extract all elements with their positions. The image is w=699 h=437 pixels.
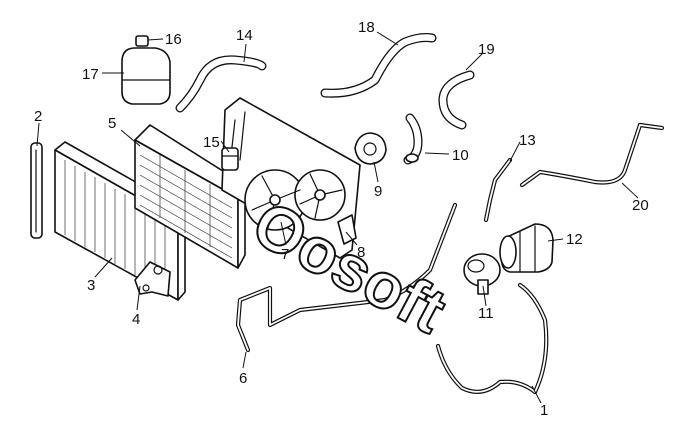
part-2-side-rail — [30, 142, 43, 239]
callout-10: 10 — [452, 147, 469, 164]
callout-4: 4 — [132, 311, 140, 328]
callout-1: 1 — [540, 402, 548, 419]
part-11-dryer — [463, 253, 501, 295]
part-10-hose — [403, 113, 423, 165]
part-5-condenser — [134, 124, 246, 269]
callout-20: 20 — [632, 197, 649, 214]
callout-2: 2 — [34, 108, 42, 125]
callout-9: 9 — [374, 183, 382, 200]
callout-8: 8 — [357, 244, 365, 261]
callout-18: 18 — [358, 19, 375, 36]
callout-11: 11 — [478, 305, 494, 322]
part-4-bracket — [134, 261, 171, 297]
callout-12: 12 — [566, 231, 583, 248]
callout-19: 19 — [478, 41, 495, 58]
part-15-fan-motor — [221, 147, 239, 171]
part-18-hose — [320, 33, 437, 98]
callout-numbers: 1 2 3 4 5 6 7 8 9 10 11 12 13 14 15 16 1… — [34, 19, 649, 419]
callout-15: 15 — [203, 134, 220, 151]
part-12-compressor — [499, 223, 554, 273]
leader-lines — [36, 31, 639, 404]
part-17-expansion-tank — [121, 47, 171, 105]
callout-17: 17 — [82, 66, 99, 83]
callout-3: 3 — [87, 277, 95, 294]
callout-6: 6 — [239, 370, 247, 387]
callout-5: 5 — [108, 115, 116, 132]
part-20-pipe — [519, 122, 665, 188]
part-14-hose — [175, 55, 267, 113]
part-7-fan-shroud — [221, 97, 361, 259]
part-1-pipe — [435, 282, 549, 395]
part-8-bracket — [337, 214, 357, 245]
callout-13: 13 — [519, 132, 536, 149]
part-13-sensor — [483, 157, 513, 223]
part-6-pipe — [235, 202, 458, 353]
part-19-hose — [438, 70, 475, 130]
callout-7: 7 — [281, 246, 289, 263]
callout-14: 14 — [236, 27, 253, 44]
part-16-tank-cap — [135, 35, 149, 47]
part-9-housing — [354, 132, 387, 165]
callout-16: 16 — [165, 31, 182, 48]
